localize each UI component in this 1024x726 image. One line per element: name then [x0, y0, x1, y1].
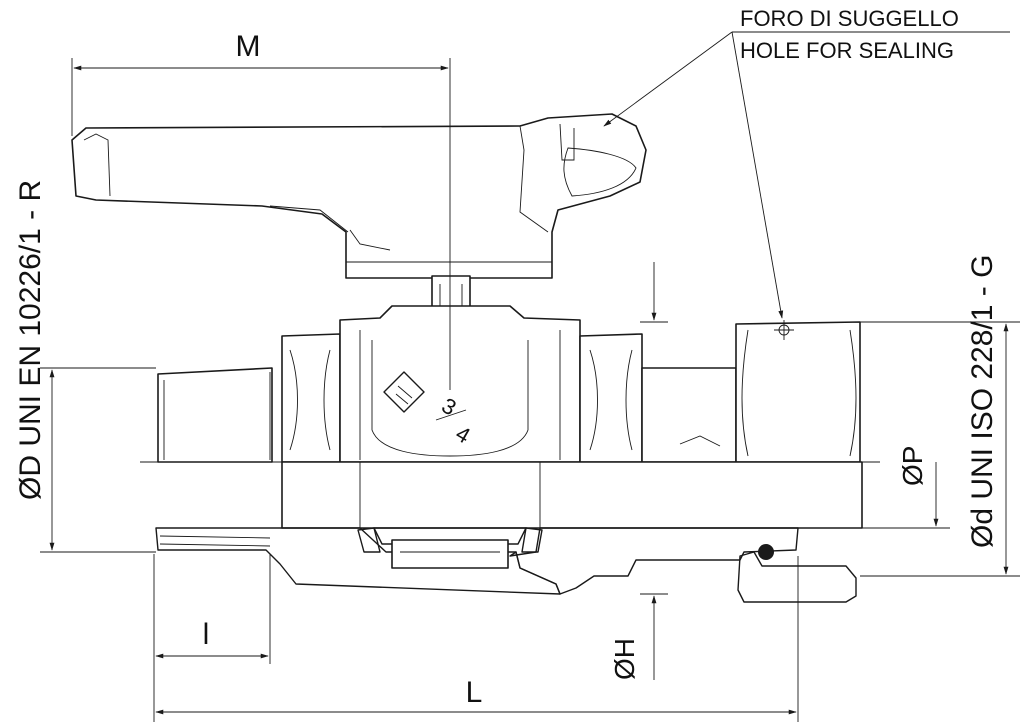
dimension-L: L	[153, 554, 799, 722]
dimension-M-label: M	[236, 30, 261, 63]
dimension-P: ØP	[862, 446, 950, 529]
dimension-P-label: ØP	[897, 446, 928, 486]
dimension-L-label: L	[466, 676, 483, 709]
callout-line-2: HOLE FOR SEALING	[740, 38, 954, 63]
sealing-hole-callout: FORO DI SUGGELLO HOLE FOR SEALING	[603, 6, 1010, 319]
dimension-H: ØH	[609, 262, 668, 680]
callout-line-1: FORO DI SUGGELLO	[740, 6, 959, 31]
ball-section	[373, 527, 527, 545]
section-view	[155, 461, 863, 603]
dimension-M: M	[71, 30, 451, 390]
right-thread-label: Ød UNI ISO 228/1 - G	[966, 255, 999, 548]
dimension-D	[40, 367, 156, 553]
dimension-d	[860, 321, 1020, 577]
seal-left	[357, 527, 381, 553]
dimension-H-label: ØH	[609, 638, 640, 680]
dimension-l: l	[155, 554, 271, 664]
valve-body	[157, 305, 861, 463]
lever-handle	[71, 113, 647, 279]
o-ring	[758, 544, 774, 560]
nut-section	[737, 551, 857, 603]
seal-right	[521, 527, 543, 553]
left-thread-label: ØD UNI EN 10226/1 - R	[14, 180, 47, 500]
body-section	[509, 527, 799, 595]
dimension-l-label: l	[203, 618, 210, 651]
